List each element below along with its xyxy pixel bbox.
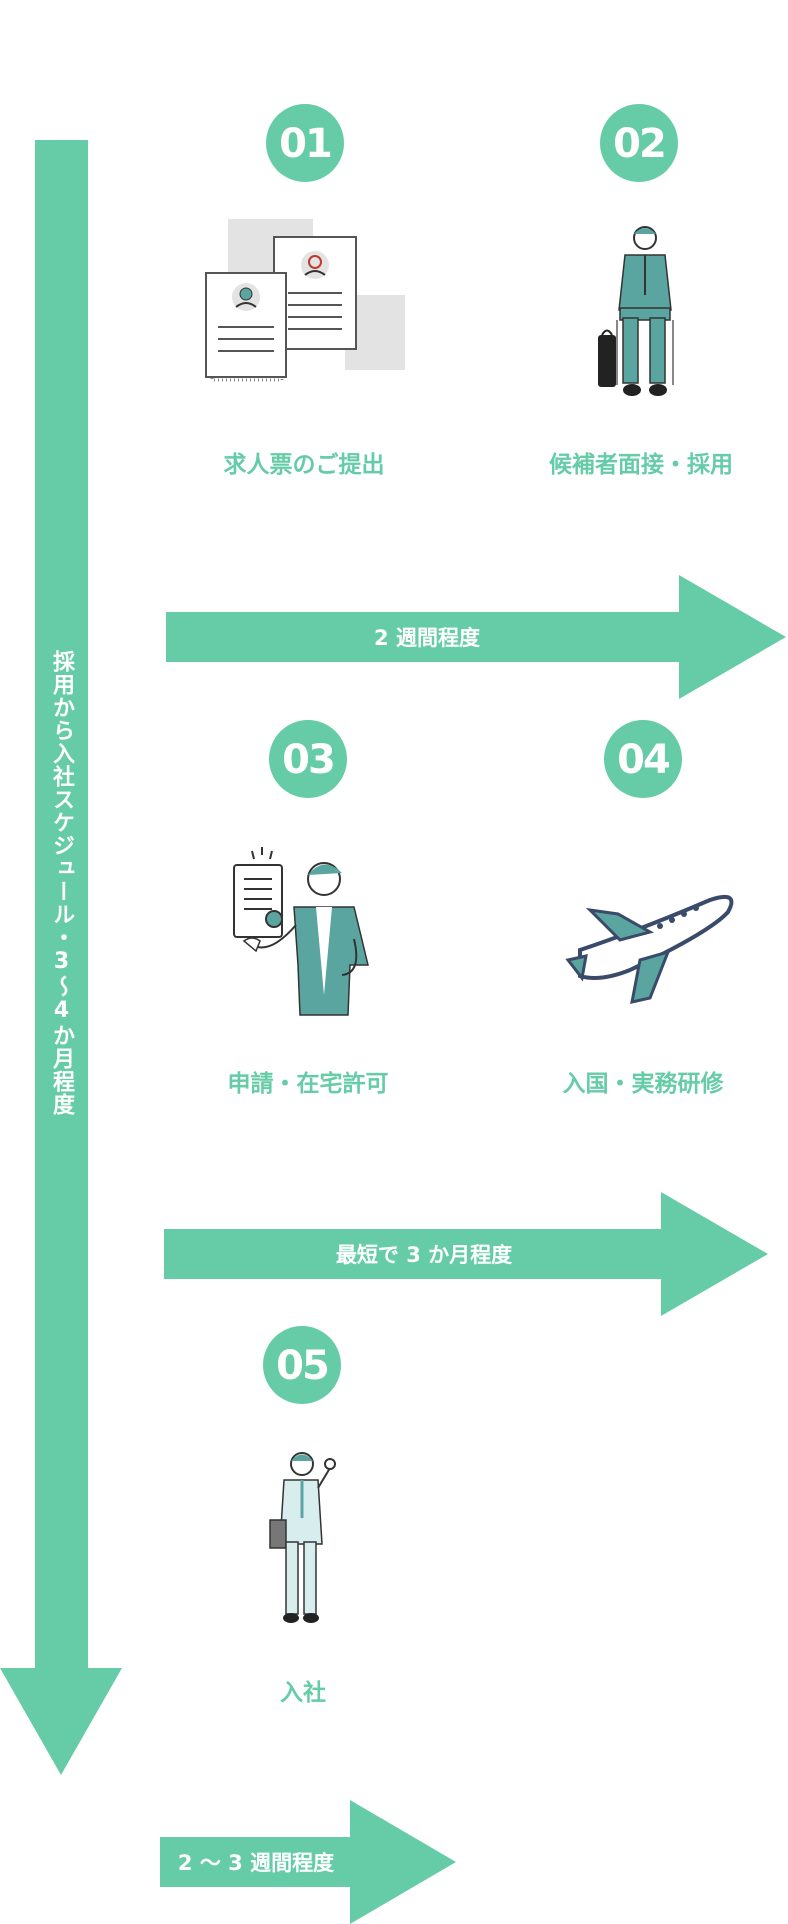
- duration-label-2: 最短で 3 か月程度: [335, 1243, 513, 1267]
- timeline-vertical-label: 採用から入社スケジュール・3～4か月程度: [49, 650, 74, 1116]
- airplane-icon: [565, 895, 734, 1004]
- step-04-number: 04: [604, 720, 682, 798]
- seated-candidate-icon: [598, 226, 674, 396]
- duration-label-3: 2 ～ 3 週間程度: [177, 1851, 335, 1875]
- certificate-presenter-icon: [233, 847, 369, 1016]
- new-employee-icon: [269, 1452, 336, 1623]
- step-04-label: 入国・実務研修: [562, 1071, 724, 1097]
- timeline-vertical-arrow: [0, 140, 122, 1775]
- step-03-label: 申請・在宅許可: [227, 1071, 389, 1097]
- step-01-label: 求人票のご提出: [223, 452, 385, 478]
- duration-arrow-2: [164, 1192, 768, 1316]
- step-05-number: 05: [263, 1326, 341, 1404]
- step-02-label: 候補者面接・採用: [549, 452, 733, 478]
- resume-documents-icon: [205, 219, 405, 382]
- duration-label-1: 2 週間程度: [374, 626, 480, 650]
- step-03-number: 03: [269, 720, 347, 798]
- step-01-number: 01: [266, 104, 344, 182]
- duration-arrow-3: [160, 1800, 456, 1924]
- step-05-label: 入社: [280, 1680, 326, 1706]
- duration-arrow-1: [166, 575, 786, 699]
- step-02-number: 02: [600, 104, 678, 182]
